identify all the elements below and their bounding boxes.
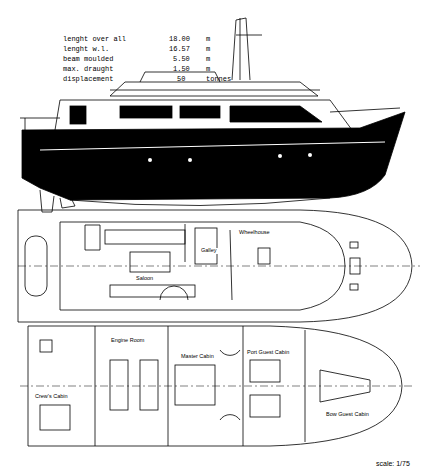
room-name: Bow Guest Cabin [325,412,370,418]
spec-label: lenght w.l. [62,46,110,53]
spec-unit: m [205,36,211,43]
room-name: Saloon [135,276,154,282]
room-name: Wheelhouse [238,230,271,236]
spec-value: 18.00 [168,36,191,43]
spec-value: 5.50 [172,56,191,63]
spec-label: beam moulded [62,56,114,63]
spec-label: lenght over all [62,36,127,43]
spec-unit: m [205,66,211,73]
spec-unit: m [205,46,211,53]
room-name: Engine Room [110,338,145,344]
spec-value: 16.57 [168,46,191,53]
spec-unit: tonnes [205,76,232,83]
room-name: Master Cabin [180,354,215,360]
spec-label: max. draught [62,66,114,73]
room-name: Port Guest Cabin [246,350,290,356]
spec-value: 50 [176,76,186,83]
room-name: Galley [200,248,218,254]
spec-label: displacement [62,76,114,83]
scale-note: scale: 1/75 [375,460,411,467]
room-name: Crew's Cabin [34,394,69,400]
spec-value: 1.50 [172,66,191,73]
spec-unit: m [205,56,211,63]
